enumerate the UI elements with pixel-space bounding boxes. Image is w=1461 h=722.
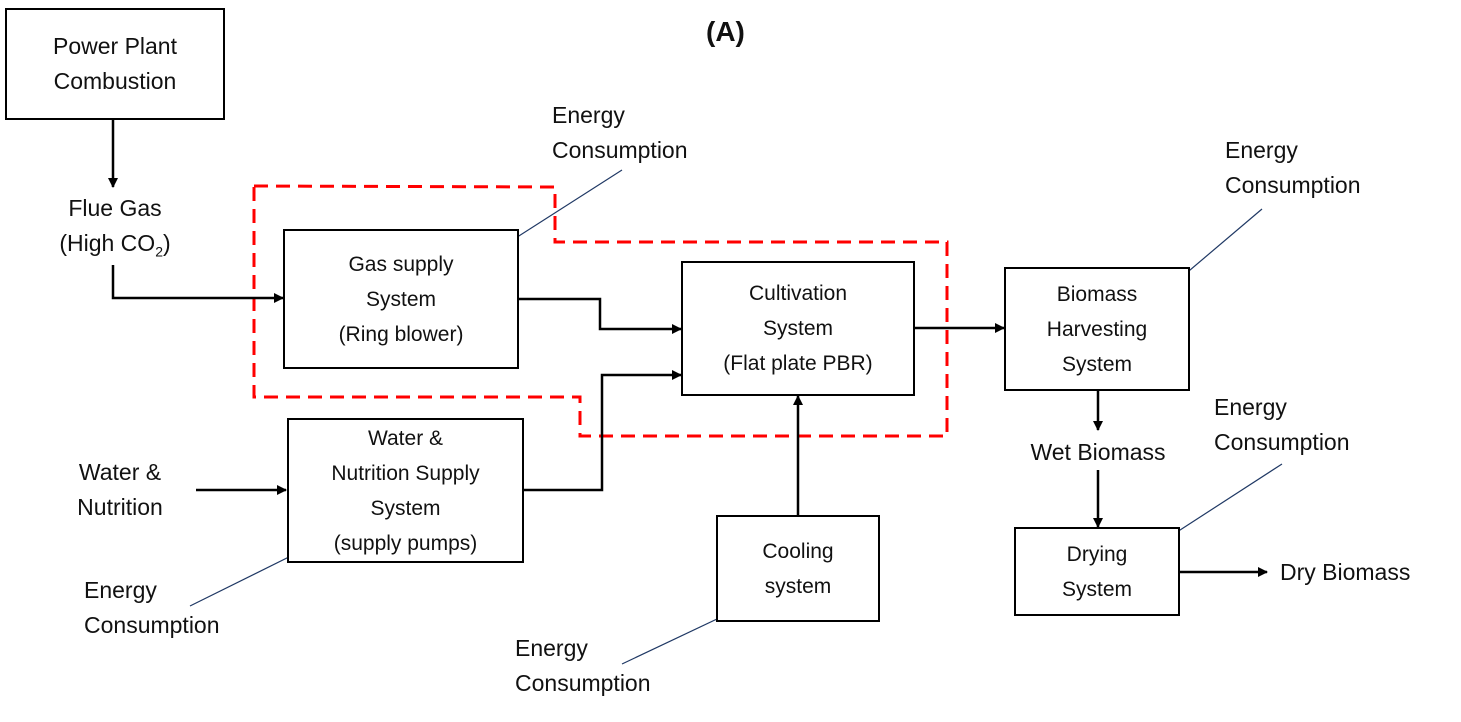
diagram-title: (A) bbox=[706, 16, 745, 47]
box-line: System bbox=[365, 287, 436, 311]
label-line: Consumption bbox=[552, 137, 688, 163]
label-line: Consumption bbox=[84, 612, 220, 638]
label-line: Water & bbox=[78, 459, 162, 485]
box-line: Drying bbox=[1066, 542, 1128, 566]
box-water-supply: Water & Nutrition Supply System (supply … bbox=[287, 418, 524, 563]
box-cooling: Cooling system bbox=[716, 515, 880, 622]
energy-label-harvest: Energy Consumption bbox=[1225, 133, 1361, 203]
box-line: Harvesting bbox=[1046, 317, 1148, 341]
box-line: System bbox=[762, 317, 833, 340]
box-line: Combustion bbox=[53, 68, 177, 94]
energy-label-drying: Energy Consumption bbox=[1214, 390, 1350, 460]
label-dry-biomass: Dry Biomass bbox=[1280, 559, 1411, 585]
box-line: system bbox=[764, 574, 832, 598]
label-line: Energy bbox=[552, 102, 625, 128]
label-line: Energy bbox=[84, 577, 157, 603]
box-harvesting: Biomass Harvesting System bbox=[1004, 267, 1190, 391]
box-line: System bbox=[370, 496, 441, 520]
box-line: System bbox=[1061, 352, 1132, 376]
label-wet-biomass: Wet Biomass bbox=[1030, 439, 1166, 465]
label-flue-gas: Flue Gas (High CO2) bbox=[40, 191, 190, 270]
arrow-water-to-cultivation bbox=[523, 370, 682, 492]
box-line: Nutrition Supply bbox=[331, 461, 480, 485]
system-boundary bbox=[252, 184, 949, 438]
arrow-flue-to-gas bbox=[111, 265, 284, 303]
box-cultivation: Cultivation System (Flat plate PBR) bbox=[681, 261, 915, 396]
label-line: Consumption bbox=[1225, 172, 1361, 198]
energy-arrow-water bbox=[189, 548, 306, 607]
box-gas-supply: Gas supply System (Ring blower) bbox=[283, 229, 519, 369]
box-line: Cultivation bbox=[748, 282, 848, 305]
arrow-gas-to-cultivation bbox=[518, 297, 682, 334]
label-line: (High CO2) bbox=[59, 230, 171, 260]
label-line: Consumption bbox=[1214, 429, 1350, 455]
box-power-plant: Power Plant Combustion bbox=[5, 8, 225, 120]
box-line: (Flat plate PBR) bbox=[723, 352, 873, 375]
label-line: Nutrition bbox=[77, 494, 163, 520]
label-line: Flue Gas bbox=[68, 195, 162, 221]
energy-label-cooling: Energy Consumption bbox=[515, 631, 651, 701]
energy-arrow-drying bbox=[1159, 463, 1283, 544]
box-line: (supply pumps) bbox=[333, 531, 478, 555]
box-line: Water & bbox=[367, 426, 444, 450]
energy-label-gas: Energy Consumption bbox=[552, 98, 688, 168]
box-line: Cooling bbox=[762, 539, 834, 563]
label-line: Energy bbox=[515, 635, 588, 661]
box-drying: Drying System bbox=[1014, 527, 1180, 616]
box-line: Power Plant bbox=[52, 33, 177, 59]
label-water-nutrition: Water & Nutrition bbox=[50, 455, 190, 525]
box-line: (Ring blower) bbox=[338, 322, 464, 346]
label-line: Energy bbox=[1225, 137, 1298, 163]
box-line: Biomass bbox=[1056, 282, 1138, 306]
box-line: System bbox=[1061, 577, 1132, 601]
label-line: Energy bbox=[1214, 394, 1287, 420]
energy-label-water: Energy Consumption bbox=[84, 573, 220, 643]
label-line: Consumption bbox=[515, 670, 651, 696]
box-line: Gas supply bbox=[348, 252, 454, 276]
